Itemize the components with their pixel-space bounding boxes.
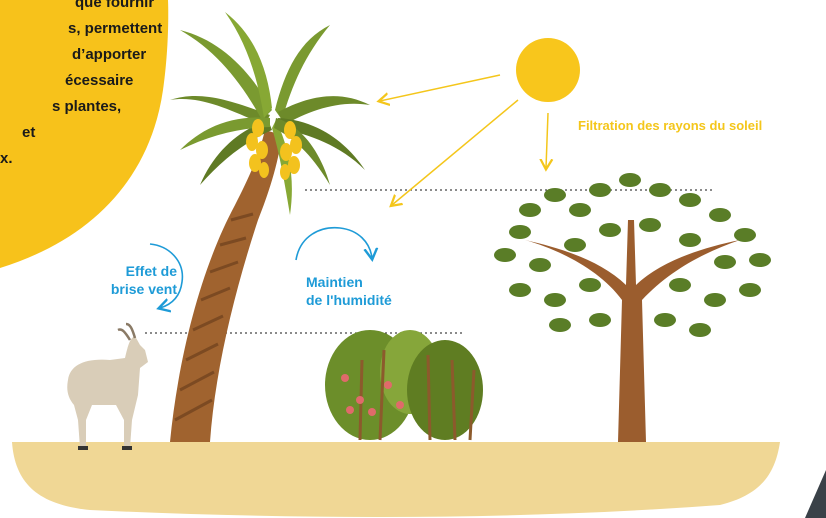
label-line: brise vent xyxy=(110,281,177,297)
palm-tree-icon xyxy=(170,12,370,442)
curved-arrow-icon xyxy=(149,243,184,308)
ground xyxy=(12,442,780,517)
callout-line: que fournir xyxy=(75,0,155,11)
callout-line: et xyxy=(22,124,36,141)
callout-line: d’apporter xyxy=(72,46,147,63)
curved-arrow-icon xyxy=(295,226,372,260)
tree-icon xyxy=(494,173,771,442)
callout-line: x. xyxy=(0,150,13,167)
label-filtration: Filtration des rayons du soleil xyxy=(578,118,763,133)
label-line: Effet de xyxy=(125,263,177,279)
callout-circle xyxy=(0,0,169,268)
callout-line: écessaire xyxy=(65,72,134,89)
ray-arrow-tree xyxy=(546,112,548,168)
corner-shape xyxy=(805,470,826,518)
callout-text: que fournir s, permettent d’apporter éce… xyxy=(0,0,170,172)
sun-icon xyxy=(516,38,580,102)
ray-arrow-palm xyxy=(380,74,501,101)
label-humidite: Maintien de l'humidité xyxy=(306,273,392,309)
label-brise-vent: Effet de brise vent xyxy=(95,262,177,298)
label-line: de l'humidité xyxy=(306,292,392,308)
ray-arrow-middle xyxy=(392,99,519,205)
shrub-icon xyxy=(325,330,483,441)
label-line: Maintien xyxy=(306,274,363,290)
callout-line: s, permettent xyxy=(68,20,163,37)
callout-line: s plantes, xyxy=(52,98,122,115)
goat-icon xyxy=(67,322,148,450)
